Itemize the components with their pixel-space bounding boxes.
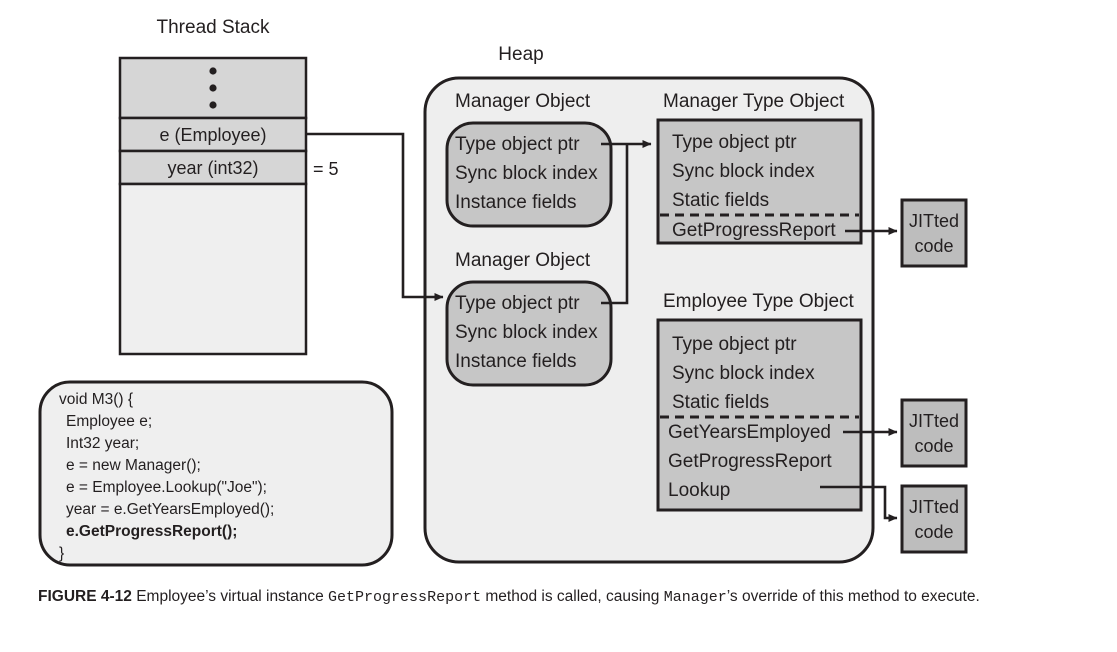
manager-type-object-field-0: Type object ptr (672, 132, 797, 153)
code-line-6: e.GetProgressReport(); (66, 523, 237, 540)
employee-type-object-label: Employee Type Object (663, 291, 855, 312)
figure-caption: FIGURE 4-12 Employee’s virtual instance … (38, 586, 1084, 609)
jitted-code-box-2-line2: code (914, 436, 953, 456)
manager-object-1-field-1: Sync block index (455, 163, 598, 184)
jitted-code-box-2-line1: JITted (909, 411, 959, 431)
manager-object-1-field-0: Type object ptr (455, 134, 580, 155)
manager-object-1-field-2: Instance fields (455, 192, 576, 213)
manager-type-object: Manager Type Object Type object ptr Sync… (656, 91, 863, 245)
jitted-code-box-1-line1: JITted (909, 211, 959, 231)
manager-object-2-label: Manager Object (455, 250, 591, 271)
figure-number: FIGURE 4-12 (38, 588, 132, 605)
arrow-e-to-manager-object-2 (306, 132, 444, 301)
ellipsis-dot-3 (209, 101, 217, 109)
code-line-4: e = Employee.Lookup("Joe"); (66, 479, 267, 496)
arrow-path-lookup-jit (820, 485, 898, 522)
arrow-object2-to-manager-type-object (601, 144, 629, 305)
caption-part-1: Employee’s virtual instance (131, 588, 329, 605)
stack-cell-e-employee-label: e (Employee) (159, 125, 266, 145)
employee-type-object-box (656, 318, 863, 512)
caption-part-3: ’s override of this method to execute. (726, 588, 980, 605)
manager-object-2-box (445, 280, 613, 387)
heap-label: Heap (498, 44, 543, 65)
year-value-label: = 5 (313, 159, 339, 179)
employee-type-object-field-0: Type object ptr (672, 334, 797, 355)
employee-type-object: Employee Type Object Type object ptr Syn… (656, 291, 863, 512)
manager-object-2-field-1: Sync block index (455, 322, 598, 343)
code-line-0: void M3() { (59, 391, 133, 408)
caption-part-2: method is called, causing (481, 588, 664, 605)
code-line-5: year = e.GetYearsEmployed(); (66, 501, 274, 518)
code-line-7: } (59, 545, 64, 562)
code-line-3: e = new Manager(); (66, 457, 201, 474)
manager-object-2-field-2: Instance fields (455, 351, 576, 372)
manager-type-object-label: Manager Type Object (663, 91, 845, 112)
code-line-1: Employee e; (66, 413, 152, 430)
jitted-code-box-3-line2: code (914, 522, 953, 542)
manager-object-1: Manager Object Type object ptr Sync bloc… (445, 91, 613, 228)
caption-mono-getprogressreport: GetProgressReport (328, 589, 482, 606)
employee-type-object-field-2: Static fields (672, 392, 769, 413)
jitted-code-box-3-rect (900, 484, 968, 554)
manager-type-object-box (656, 118, 863, 245)
ellipsis-dot-1 (209, 67, 217, 75)
manager-object-2-field-0: Type object ptr (455, 293, 580, 314)
jitted-code-box-2: JITted code (900, 398, 968, 468)
arrow-path-stack-to-object (306, 132, 444, 301)
employee-type-object-field-1: Sync block index (672, 363, 815, 384)
ellipsis-dot-2 (209, 84, 217, 92)
code-listing: void M3() { Employee e; Int32 year; e = … (38, 380, 394, 567)
stack-cell-empty (118, 182, 308, 356)
jitted-code-box-3-line1: JITted (909, 497, 959, 517)
employee-type-object-method-1: GetProgressReport (668, 451, 832, 472)
manager-type-object-field-1: Sync block index (672, 161, 815, 182)
employee-type-object-method-0: GetYearsEmployed (668, 422, 831, 443)
jitted-code-box-3: JITted code (900, 484, 968, 554)
jitted-code-box-1-rect (900, 198, 968, 268)
arrow-lookup-to-jit (820, 485, 898, 522)
manager-type-object-method-0: GetProgressReport (672, 220, 836, 241)
manager-object-2: Manager Object Type object ptr Sync bloc… (445, 250, 613, 387)
jitted-code-box-1: JITted code (900, 198, 968, 268)
arrow-path-object2-typeptr (601, 144, 629, 305)
thread-stack-label: Thread Stack (157, 17, 270, 38)
code-listing-box (38, 380, 394, 567)
caption-mono-manager: Manager (663, 589, 727, 606)
stack-cell-year-int32-label: year (int32) (167, 158, 258, 178)
manager-type-object-field-2: Static fields (672, 190, 769, 211)
manager-object-1-box (445, 121, 613, 228)
jitted-code-box-2-rect (900, 398, 968, 468)
employee-type-object-method-2: Lookup (668, 480, 730, 501)
thread-stack: Thread Stack e (Employee) year (int32) =… (118, 17, 339, 356)
jitted-code-box-1-line2: code (914, 236, 953, 256)
code-line-2: Int32 year; (66, 435, 139, 452)
manager-object-1-label: Manager Object (455, 91, 591, 112)
